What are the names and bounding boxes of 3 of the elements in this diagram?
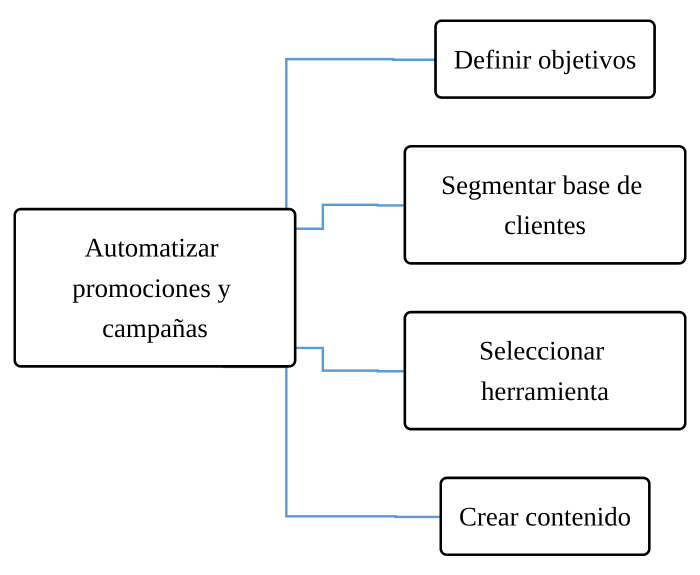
- connector: [296, 203, 406, 230]
- connector: [296, 346, 406, 372]
- connector: [222, 366, 442, 518]
